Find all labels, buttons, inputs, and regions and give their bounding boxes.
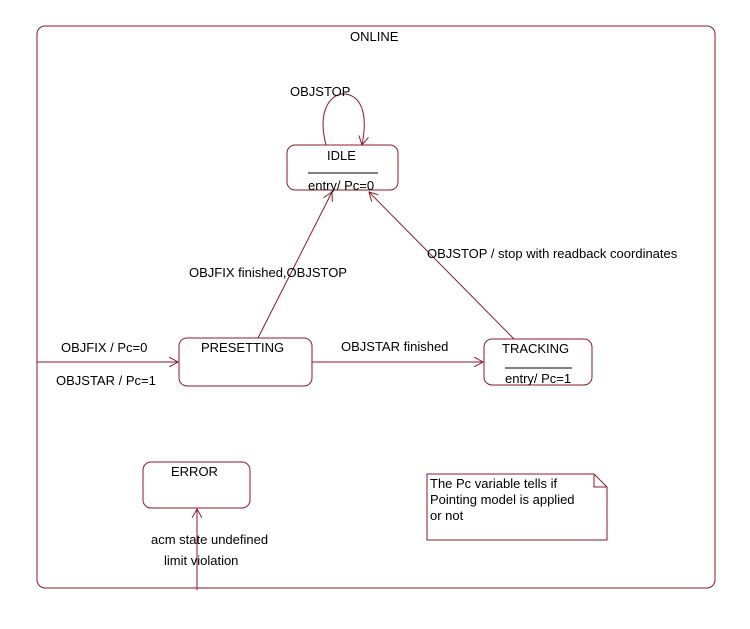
idle-entry-action: entry/ Pc=0 (308, 178, 375, 193)
idle-self-transition-label: OBJSTOP (290, 84, 351, 99)
note-line-1: The Pc variable tells if (430, 476, 558, 491)
presetting-to-idle-label: OBJFIX finished,OBJSTOP (189, 265, 347, 280)
idle-state-box[interactable] (286, 144, 399, 191)
tracking-state-box[interactable] (483, 338, 593, 386)
presetting-to-tracking-label: OBJSTAR finished (341, 339, 449, 354)
tracking-to-idle-transition (369, 192, 515, 340)
idle-self-transition (322, 93, 364, 145)
tracking-label: TRACKING (502, 341, 570, 356)
online-label: ONLINE (350, 29, 399, 44)
online-superstate (36, 25, 716, 589)
tracking-entry-action: entry/ Pc=1 (505, 371, 572, 386)
error-trigger-label-1: acm state undefined (151, 532, 269, 547)
error-trigger-label-2: limit violation (164, 553, 239, 568)
entry-objfix-label: OBJFIX / Pc=0 (61, 340, 148, 355)
presetting-to-idle-transition (257, 192, 332, 339)
idle-label: IDLE (327, 148, 356, 163)
tracking-to-idle-label: OBJSTOP / stop with readback coordinates (427, 246, 678, 261)
entry-objstar-label: OBJSTAR / Pc=1 (56, 373, 156, 388)
note-line-3: or not (430, 508, 464, 523)
presetting-label: PRESETTING (201, 340, 285, 355)
error-label: ERROR (171, 464, 218, 479)
note-line-2: Pointing model is applied (430, 492, 575, 507)
note-fold (593, 474, 607, 488)
note-text: The Pc variable tells if Pointing model … (430, 476, 575, 524)
note-shape (426, 473, 608, 541)
